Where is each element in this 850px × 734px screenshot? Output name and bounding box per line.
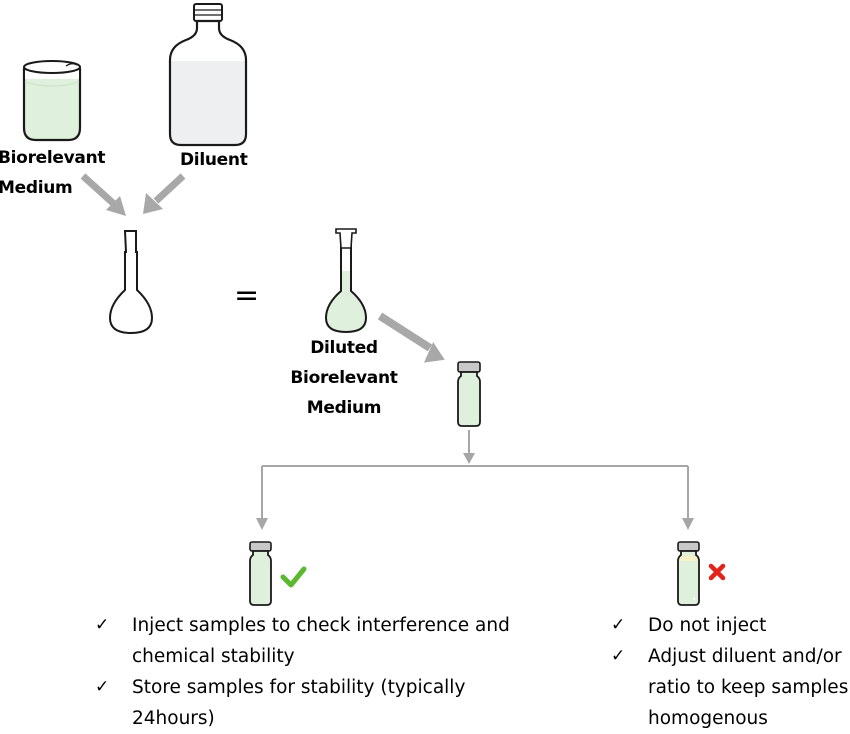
equals-sign: = bbox=[234, 278, 260, 313]
connector-right-head bbox=[682, 518, 694, 530]
fail-note-adjust: ✓ Adjust diluent and/or ratio to keep sa… bbox=[611, 641, 848, 734]
reagent-bottle-icon bbox=[168, 3, 248, 147]
checkmark-bullet-icon: ✓ bbox=[95, 677, 110, 697]
label-diluent: Diluent bbox=[180, 150, 248, 170]
label-diluted-line3: Medium bbox=[306, 398, 382, 418]
pass-note-store: ✓ Store samples for stability (typically… bbox=[95, 672, 510, 734]
hplc-vial-icon bbox=[457, 361, 481, 427]
label-diluted-line1: Diluted bbox=[310, 338, 378, 358]
label-biorelevant-line1: Biorelevant bbox=[0, 148, 106, 168]
vial-precipitate-icon bbox=[677, 541, 700, 606]
note-text-line: Store samples for stability (typically bbox=[132, 677, 466, 698]
green-check-icon bbox=[280, 566, 307, 588]
label-biorelevant-medium: Biorelevant Medium bbox=[0, 143, 106, 203]
beaker-icon bbox=[22, 60, 82, 142]
note-text-line: Inject samples to check interference and bbox=[132, 615, 510, 636]
note-text-line: ratio to keep samples bbox=[648, 677, 849, 698]
vial-clear-icon bbox=[249, 541, 272, 606]
arrow-from-bottle bbox=[153, 173, 186, 204]
connector-center-head bbox=[463, 453, 475, 464]
arrow-from-bottle-head bbox=[143, 193, 163, 214]
merge-arrows bbox=[80, 173, 186, 216]
branch-connectors bbox=[256, 430, 694, 530]
connector-left-head bbox=[256, 518, 268, 530]
fail-notes: ✓ Do not inject ✓ Adjust diluent and/or … bbox=[611, 610, 848, 734]
label-diluted-biorelevant-medium: Diluted Biorelevant Medium bbox=[288, 333, 400, 423]
red-x-icon bbox=[708, 563, 726, 581]
arrow-from-beaker bbox=[80, 173, 117, 207]
arrow-to-vial bbox=[377, 312, 445, 363]
note-text-line: Adjust diluent and/or bbox=[648, 646, 842, 667]
label-biorelevant-line2: Medium bbox=[0, 178, 73, 198]
note-text-line: chemical stability bbox=[132, 646, 295, 667]
checkmark-bullet-icon: ✓ bbox=[611, 615, 626, 635]
checkmark-bullet-icon: ✓ bbox=[95, 615, 110, 635]
note-text-line: homogenous bbox=[648, 708, 768, 729]
pass-note-inject: ✓ Inject samples to check interference a… bbox=[95, 610, 510, 672]
label-diluted-line2: Biorelevant bbox=[290, 368, 398, 388]
arrow-from-beaker-head bbox=[106, 196, 126, 216]
volumetric-flask-empty-icon bbox=[108, 230, 154, 335]
note-text-line: Do not inject bbox=[648, 615, 767, 636]
pass-notes: ✓ Inject samples to check interference a… bbox=[95, 610, 510, 734]
note-text-line: 24hours) bbox=[132, 708, 215, 729]
volumetric-flask-filled-icon bbox=[324, 228, 368, 334]
checkmark-bullet-icon: ✓ bbox=[611, 646, 626, 666]
fail-note-do-not-inject: ✓ Do not inject bbox=[611, 610, 848, 641]
